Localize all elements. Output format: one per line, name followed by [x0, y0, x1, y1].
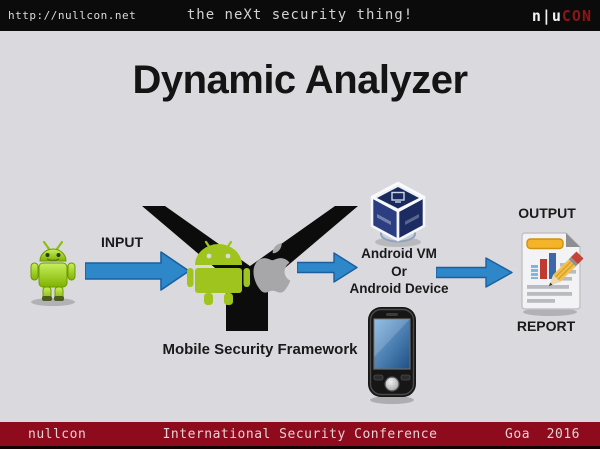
- framework-label: Mobile Security Framework: [162, 341, 358, 358]
- logo-red-part: CON: [561, 7, 592, 25]
- bottom-bar: nullcon International Security Conferenc…: [0, 422, 600, 446]
- tagline: the neXt security thing!: [186, 7, 414, 23]
- arrow-right-icon: [436, 257, 513, 288]
- output-label: OUTPUT: [518, 205, 576, 221]
- footer-location-year: Goa 2016: [505, 427, 580, 442]
- nullcon-logo: n|uCON: [532, 7, 592, 25]
- report-label: REPORT: [516, 318, 576, 334]
- android-flat-icon: [187, 240, 250, 305]
- android-robot-icon: [30, 240, 76, 306]
- target-line2: Or: [391, 263, 407, 279]
- footer-conference: International Security Conference: [162, 427, 438, 442]
- smartphone-icon: [368, 307, 416, 404]
- target-line1: Android VM: [361, 246, 437, 261]
- input-label: INPUT: [101, 234, 143, 250]
- arrow-right-icon: [297, 252, 358, 283]
- target-line3: Android Device: [349, 281, 449, 296]
- page-title: Dynamic Analyzer: [132, 58, 468, 102]
- target-label: Android VM Or Android Device: [340, 245, 458, 298]
- footer-edge: [0, 446, 600, 449]
- arrow-right-icon: [85, 251, 190, 291]
- top-bar: http://nullcon.net the neXt security thi…: [0, 0, 600, 31]
- report-document-icon: [521, 232, 584, 316]
- footer-brand: nullcon: [28, 427, 87, 442]
- virtualbox-cube-icon: [370, 181, 426, 247]
- apple-icon: [253, 243, 291, 293]
- site-url: http://nullcon.net: [8, 9, 137, 22]
- logo-white-part: n|u: [531, 7, 562, 25]
